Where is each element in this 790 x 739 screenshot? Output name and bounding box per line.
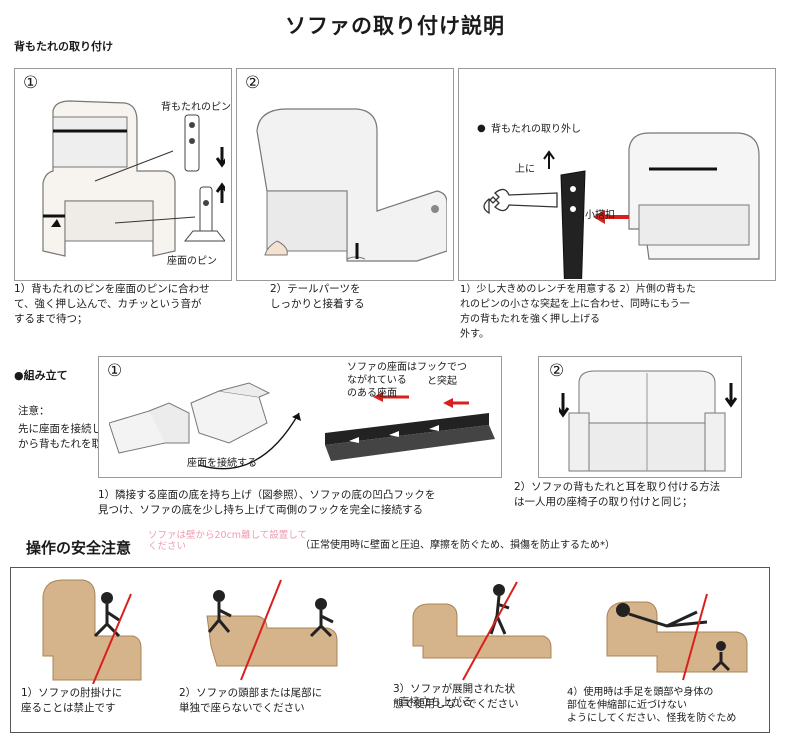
wrench-removal-illustration [483, 132, 760, 279]
safety-item-2-caption: 2）ソファの頭部または尾部に 単独で座らないでください [179, 687, 323, 714]
assembly-step1-panel: ① ソファの座面はフックでつ ながれている のある座面 と突起 座面を接続する [98, 356, 502, 478]
step-number: ② [245, 73, 261, 93]
backrest-step1-caption: 1）背もたれのピンを座面のピンに合わせ て、強く押し込んで、カチッという音が す… [14, 283, 210, 325]
removal-bullet: ● [477, 123, 486, 134]
page-title: ソファの取り付け説明 [285, 14, 505, 38]
backrest-removal-caption: 1）少し大きめのレンチを用意する 2）片側の背もた れのピンの小さな突起を上に合… [460, 284, 696, 340]
assembly-section-label: ●組み立て [14, 369, 68, 382]
head-tail-sitting-prohibited-illustration [206, 579, 338, 681]
step-number: ② [549, 361, 565, 381]
connect-seat-label: 座面を接続する [187, 458, 257, 469]
armrest-sitting-prohibited-illustration [42, 579, 142, 684]
hook-note: ソファの座面はフックでつ ながれている のある座面 [347, 362, 467, 399]
safety-heading: 操作の安全注意 [26, 539, 132, 557]
step-number: ① [23, 73, 39, 93]
recliner-pin-illustration [42, 100, 225, 257]
up-label: 上に [515, 164, 535, 175]
extended-use-prohibited-illustration [412, 581, 552, 681]
limbs-near-mechanism-prohibited-illustration [606, 593, 748, 681]
safety-heading-suffix: （正常使用時に壁面と圧迫、摩擦を防ぐため、損傷を防止するため*） [300, 540, 615, 551]
assembly-step1-caption: 1）隣接する座面の底を持ち上げ（図参照）、ソファの底の凹凸フックを 見つけ、ソフ… [98, 489, 436, 516]
recliner-back-illustration [256, 108, 447, 262]
seat-pin-label: 座面のピン [167, 256, 217, 267]
backrest-step1-panel: ① 背もたれのピン 座面のピン [14, 68, 232, 281]
assembly-note-title: 注意： [18, 405, 50, 417]
seat-connect-illustration [109, 382, 495, 470]
loveseat-illustration [559, 370, 737, 472]
backrest-pin-label: 背もたれのピン [161, 102, 231, 113]
backrest-step2-caption: 2）テールパーツを しっかりと接着する [270, 283, 365, 310]
bump-label: と突起 [427, 376, 457, 387]
backrest-removal-panel: ● 背もたれの取り外し 上に 小搭扣 [458, 68, 776, 281]
assembly-step2-caption: 2）ソファの背もたれと耳を取り付ける方法 は一人用の座椅子の取り付けと同じ； [514, 481, 721, 508]
safety-panel: 1）ソファの肘掛けに 座ることは禁止です 2）ソファの頭部または尾部に 単独で座… [10, 567, 770, 733]
removal-label: 背もたれの取り外し [491, 124, 581, 135]
safety-item-1-caption: 1）ソファの肘掛けに 座ることは禁止です [21, 687, 123, 714]
step-number: ① [107, 361, 123, 381]
safety-item-4-caption: 4）使用時は手足を頭部や身体の 部位を伸縮部に近づけない ようにしてください、怪… [567, 687, 737, 724]
safety-overlay-text: ソファは壁から20cm離して設置してください [148, 530, 307, 552]
backrest-section-label: 背もたれの取り付け [14, 40, 113, 53]
clip-label: 小搭扣 [585, 210, 615, 221]
backrest-step2-panel: ② [236, 68, 454, 281]
assembly-step2-panel: ② [538, 356, 742, 478]
safety-item-3-caption: 3）ソファが展開された状 態で使用しないでください 直接立ち上がる [393, 683, 519, 710]
